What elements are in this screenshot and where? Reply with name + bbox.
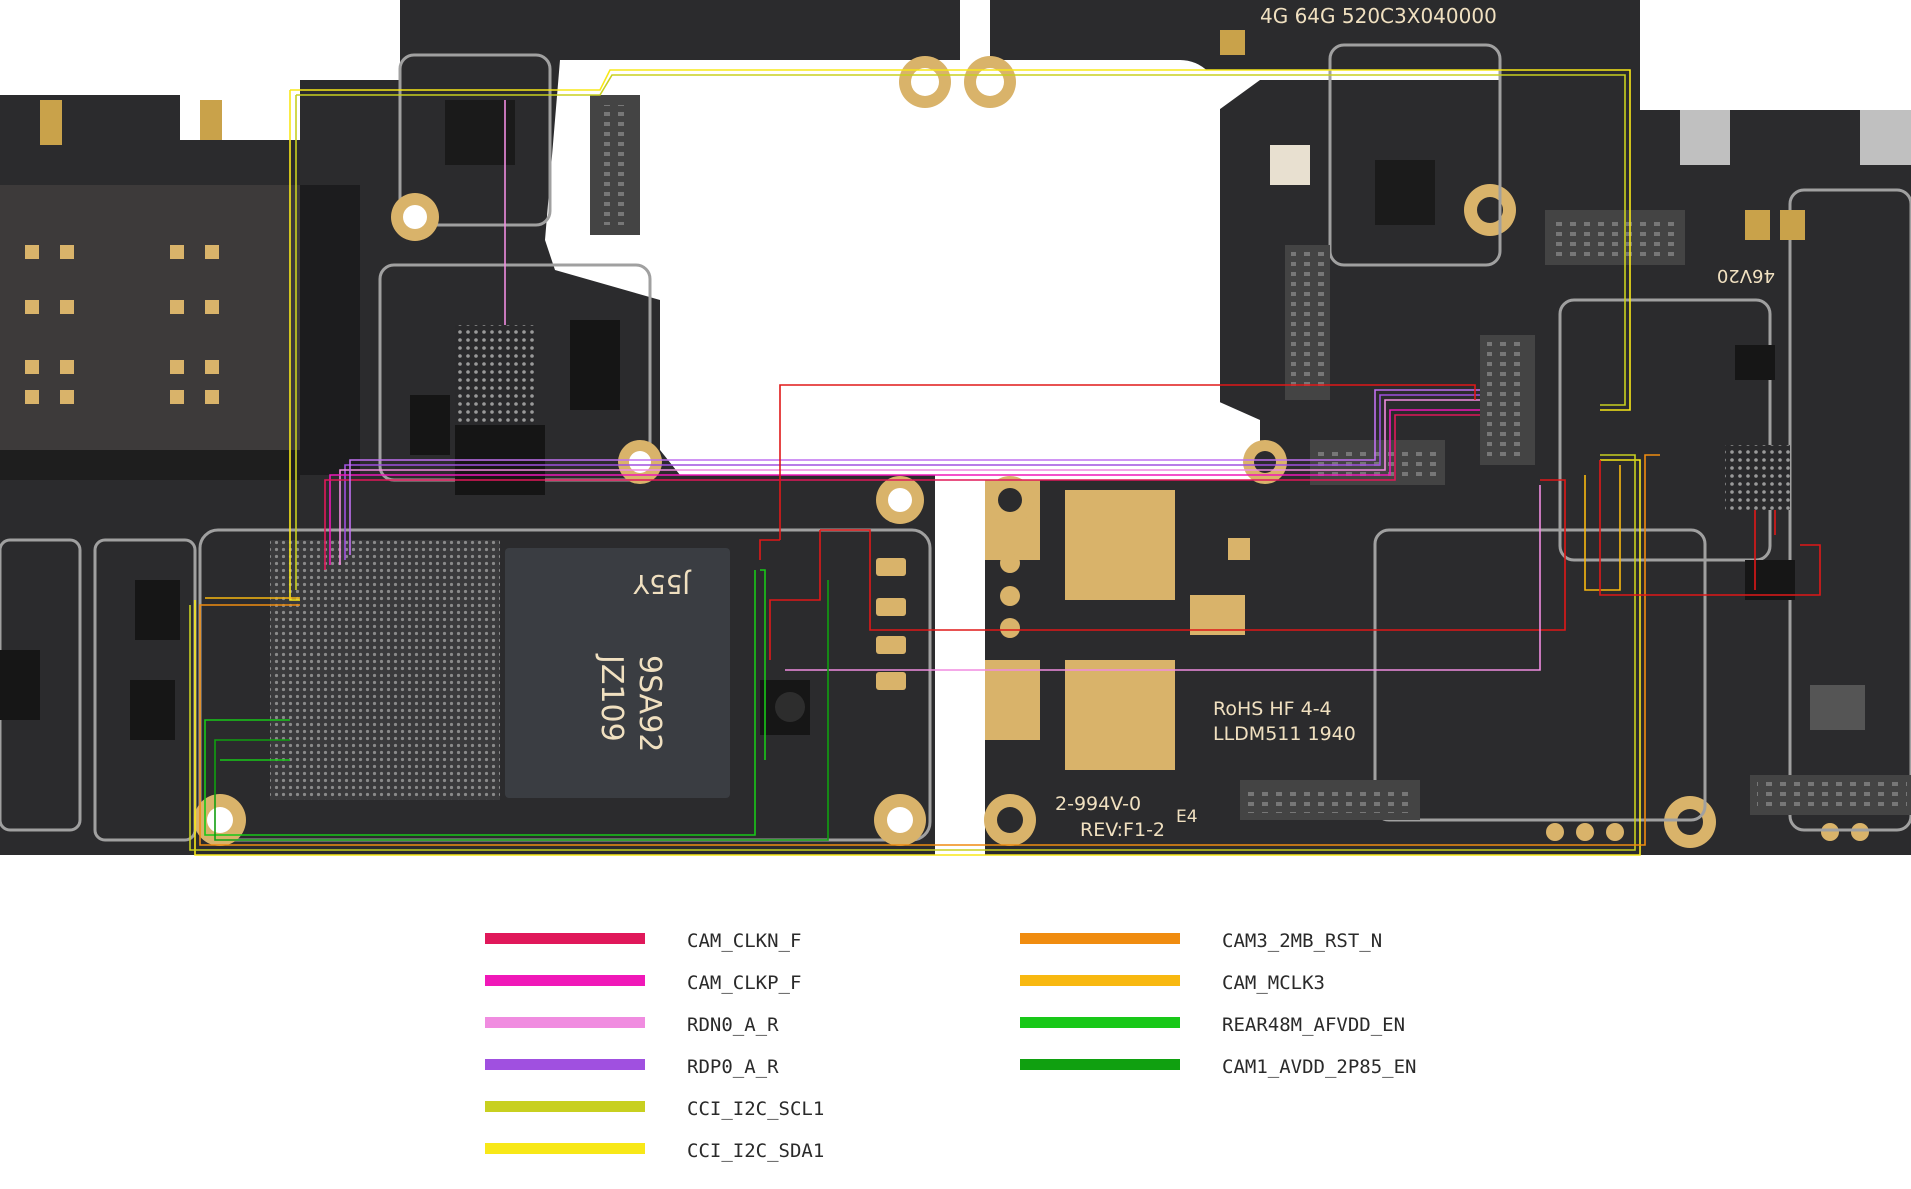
legend-swatch — [1020, 933, 1180, 944]
soc-bga — [270, 540, 500, 800]
legend-label: CCI_I2C_SCL1 — [687, 1098, 825, 1120]
pmic-chip — [445, 100, 515, 165]
legend-swatch — [485, 1017, 645, 1028]
trace-cam1-avdd-2p85-en — [214, 580, 829, 841]
legend-label: REAR48M_AFVDD_EN — [1222, 1014, 1406, 1036]
legend-label: CAM_CLKN_F — [687, 930, 802, 952]
legend-swatch — [1020, 1017, 1180, 1028]
legend-label: CAM3_2MB_RST_N — [1222, 930, 1383, 952]
silk-v20: 46V20 — [1717, 265, 1775, 286]
trace-rdn0-a-r — [339, 399, 1480, 565]
legend-swatch — [485, 1059, 645, 1070]
pcb-board-diagram: J55Y 9SA92 JZ109 — [0, 0, 1911, 856]
legend-label: RDN0_A_R — [687, 1014, 779, 1036]
bga-chip-right — [1725, 445, 1790, 510]
trace-rdp0-a-r — [344, 394, 1480, 560]
legend-label: CAM_MCLK3 — [1222, 972, 1325, 994]
trace-cam3-2mb-rst-n — [199, 454, 1660, 846]
silk-rohs: RoHS HF 4-4 — [1213, 698, 1332, 720]
trace-cam-mclk3 — [1584, 465, 1621, 591]
legend-swatch — [485, 1143, 645, 1154]
gold-pad-large-1 — [1065, 490, 1175, 600]
trace-cam-clkp-f — [329, 409, 1480, 565]
legend-label: RDP0_A_R — [687, 1056, 779, 1078]
gold-pad-large-2 — [1065, 660, 1175, 770]
legend-swatch — [485, 1101, 645, 1112]
legend-label: CCI_I2C_SDA1 — [687, 1140, 825, 1162]
trace-cam-clkn-f — [324, 414, 1480, 570]
bga-chip-small — [455, 325, 535, 425]
trace-rear48m-afvdd-en — [204, 570, 756, 836]
chip-mark-1: J55Y — [633, 568, 692, 598]
sim-card-tray — [0, 185, 300, 475]
qualcomm-chip — [1375, 160, 1435, 225]
silk-e4: E4 — [1176, 807, 1198, 827]
trace-cci-i2c-sda1 — [289, 90, 300, 601]
legend-swatch — [485, 933, 645, 944]
silk-part: 2-994V-0 — [1055, 793, 1141, 815]
chip-mark-3: JZ109 — [594, 653, 629, 742]
silk-top-id: 4G 64G 520C3X040000 — [1260, 4, 1497, 28]
legend-label: CAM_CLKP_F — [687, 972, 802, 994]
legend: CAM_CLKN_F CAM_CLKP_F RDN0_A_R RDP0_A_R … — [0, 900, 1911, 1189]
legend-label: CAM1_AVDD_2P85_EN — [1222, 1056, 1417, 1078]
silk-lldm: LLDM511 1940 — [1213, 723, 1356, 745]
silk-rev: REV:F1-2 — [1080, 819, 1165, 841]
legend-swatch — [1020, 1059, 1180, 1070]
chip-mark-2: 9SA92 — [632, 655, 667, 752]
legend-swatch — [485, 975, 645, 986]
legend-swatch — [1020, 975, 1180, 986]
memory-chip — [505, 548, 730, 798]
